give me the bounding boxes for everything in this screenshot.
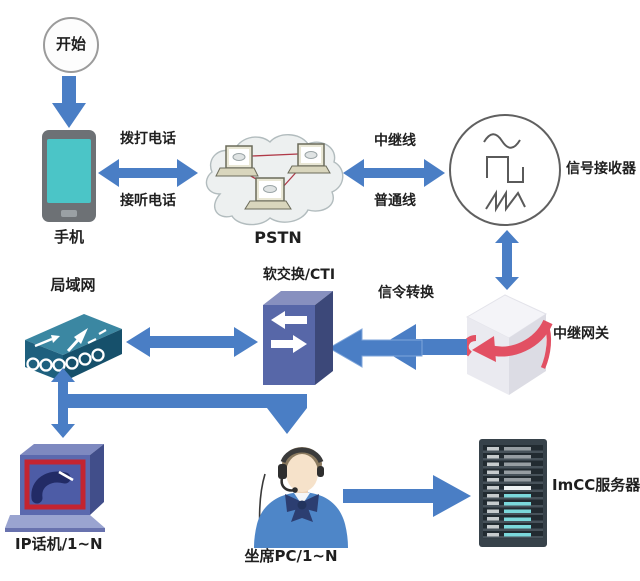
- arrow-start-to-mobile: [52, 76, 86, 128]
- server-bars-teal: [504, 494, 531, 538]
- waveforms-icon: [483, 133, 526, 213]
- face: [286, 454, 318, 492]
- softswitch-label: 软交换/CTI: [262, 267, 336, 283]
- edge-label-answer: 接听电话: [120, 193, 176, 209]
- handset-icon: [31, 471, 71, 504]
- lan-switch-icon: [25, 314, 122, 382]
- ip-phone-label: IP话机/1~N: [15, 535, 103, 553]
- pstn-laptop-icon: [215, 145, 259, 177]
- start-label: 开始: [55, 35, 86, 54]
- gateway-label: 中继网关: [553, 326, 609, 342]
- edge-label-signaling: 信令转换: [378, 285, 434, 301]
- phone-screen: [47, 139, 91, 203]
- signal-receiver-node: [449, 114, 561, 226]
- trunk-gateway-icon: [462, 294, 553, 395]
- bow-tie: [285, 494, 319, 522]
- mobile-label: 手机: [53, 228, 84, 246]
- start-node: 开始: [43, 17, 99, 73]
- edge-label-trunk-line: 中继线: [374, 133, 416, 149]
- agent-pc-label: 坐席PC/1~N: [244, 547, 338, 565]
- headset-icon: [278, 447, 324, 493]
- imcc-server-icon: [479, 439, 547, 547]
- arrow-mobile-pstn: [98, 159, 198, 187]
- pstn-laptop-icon: [287, 143, 331, 174]
- lan-label: 局域网: [50, 276, 96, 294]
- softswitch-icon: [263, 291, 333, 385]
- edge-label-dial: 拨打电话: [120, 131, 176, 147]
- mobile-phone-icon: [42, 130, 96, 222]
- server-bar-white: [504, 486, 531, 490]
- arrow-agent-server: [343, 475, 471, 517]
- phone-home-button: [61, 210, 77, 217]
- server-bars-gray: [504, 447, 531, 486]
- pstn-laptop-icon: [244, 177, 292, 210]
- pstn-label: PSTN: [254, 228, 302, 247]
- left-arrow-glyph: [271, 311, 307, 329]
- arrow-receiver-gateway: [495, 230, 519, 290]
- receiver-label: 信号接收器: [566, 161, 636, 177]
- switch-top-arrows: [34, 328, 107, 353]
- arrow-pstn-receiver: [343, 159, 445, 187]
- arrow-lan-agent: [60, 394, 307, 434]
- arrow-gateway-softswitch: [328, 324, 467, 370]
- agent-person-icon: [254, 447, 348, 549]
- server-tabs: [487, 447, 499, 538]
- right-arrow-glyph: [271, 335, 307, 353]
- arrow-lan-softswitch: [126, 327, 258, 357]
- ip-phone-icon: [5, 444, 105, 532]
- imcc-server-label: ImCC服务器: [552, 476, 640, 494]
- edge-label-ordinary-line: 普通线: [374, 193, 416, 209]
- pstn-cloud-icon: [205, 134, 344, 226]
